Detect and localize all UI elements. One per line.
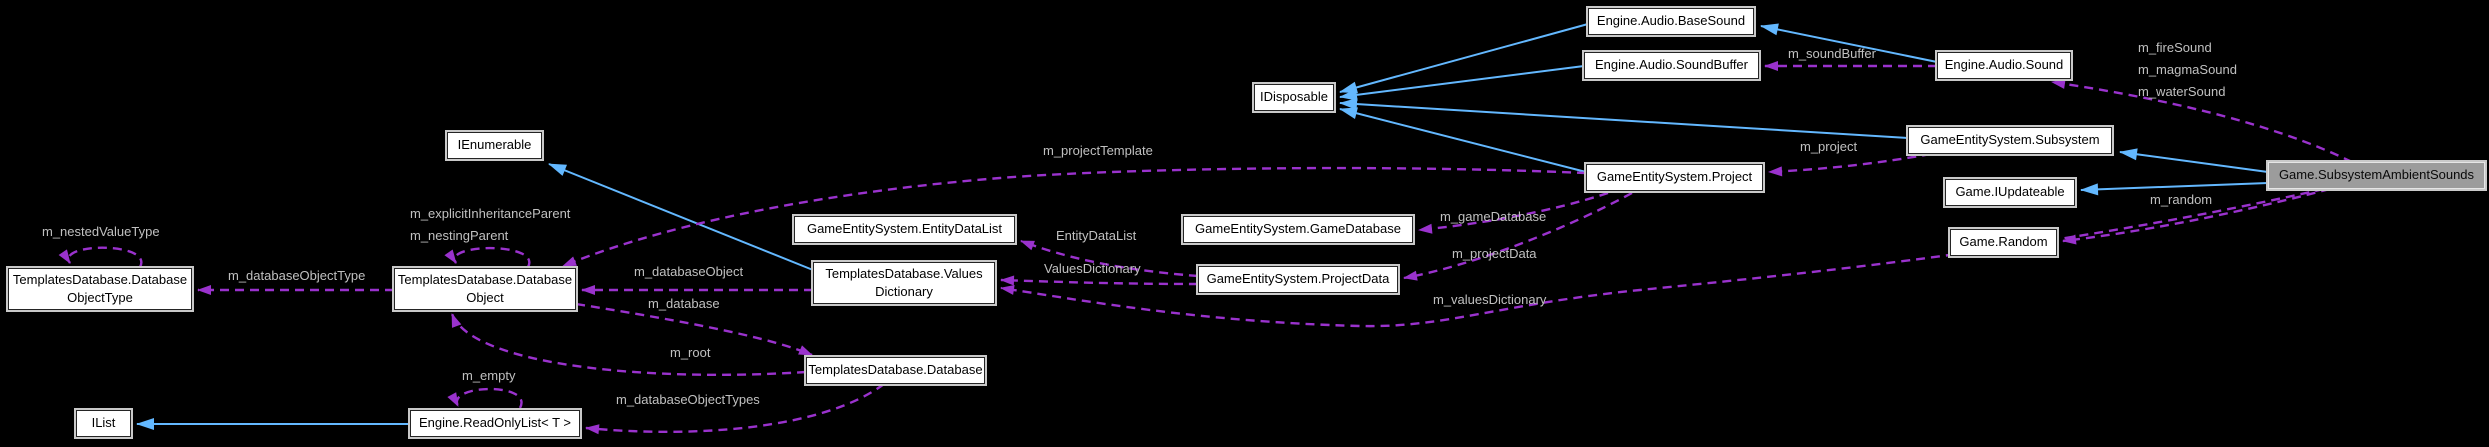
edge-basesound-to-idisposable (1339, 23, 1589, 94)
node-database-object-type[interactable]: TemplatesDatabase.Database ObjectType (8, 268, 192, 310)
edge-m-root (450, 313, 807, 376)
edge-label-m-nesting-parent: m_nestingParent (410, 228, 509, 243)
edge-valuesdict-to-ienumerable (548, 163, 814, 271)
node-sound[interactable]: Engine.Audio.Sound (1937, 52, 2071, 79)
edge-label-m-empty: m_empty (462, 368, 516, 383)
edge-ambient-to-subsystem (2119, 148, 2269, 173)
edge-soundbuffer-to-idisposable (1339, 65, 1585, 101)
edge-ambient-to-iupdateable (2080, 182, 2269, 196)
node-idisposable[interactable]: IDisposable (1254, 84, 1334, 111)
edge-label-m-database-object-type: m_databaseObjectType (228, 268, 366, 283)
node-entity-data-list[interactable]: GameEntitySystem.EntityDataList (794, 216, 1015, 243)
edge-m-empty (447, 387, 523, 409)
edge-label-m-project-template: m_projectTemplate (1043, 143, 1153, 158)
node-subsystem[interactable]: GameEntitySystem.Subsystem (1908, 127, 2112, 154)
edge-m-project-data (1403, 191, 1633, 281)
node-ienumerable[interactable]: IEnumerable (447, 132, 542, 159)
edge-label-m-nested-value-type: m_nestedValueType (42, 224, 160, 239)
edge-m-nesting-parent (444, 246, 531, 268)
edge-m-random (2062, 187, 2331, 245)
edge-label-m-project: m_project (1800, 139, 1858, 154)
node-game-database[interactable]: GameEntitySystem.GameDatabase (1183, 216, 1413, 243)
node-base-sound[interactable]: Engine.Audio.BaseSound (1588, 8, 1754, 35)
node-sound-buffer[interactable]: Engine.Audio.SoundBuffer (1584, 52, 1759, 79)
edge-label-m-water-sound: m_waterSound (2138, 84, 2226, 99)
edge-label-values-dictionary-ref: ValuesDictionary (1044, 261, 1141, 276)
edge-label-m-values-dictionary: m_valuesDictionary (1433, 292, 1547, 307)
edge-label-entity-data-list-ref: EntityDataList (1056, 228, 1137, 243)
edge-m-database-object-types (585, 383, 885, 435)
edge-m-project-template (562, 166, 1587, 268)
edge-label-m-sound-buffer: m_soundBuffer (1788, 46, 1876, 61)
edge-m-fire-sound (2051, 78, 2353, 164)
edge-label-m-root: m_root (670, 345, 711, 360)
edge-label-m-database: m_database (648, 296, 720, 311)
node-ilist[interactable]: IList (76, 410, 131, 437)
node-values-dictionary[interactable]: TemplatesDatabase.Values Dictionary (813, 262, 995, 304)
edge-label-m-magma-sound: m_magmaSound (2138, 62, 2237, 77)
node-database-object[interactable]: TemplatesDatabase.Database Object (394, 268, 576, 310)
node-iupdateable[interactable]: Game.IUpdateable (1945, 179, 2075, 206)
node-project-data[interactable]: GameEntitySystem.ProjectData (1198, 266, 1398, 293)
edge-label-m-fire-sound: m_fireSound (2138, 40, 2212, 55)
edge-m-values-dictionary (1000, 187, 2325, 328)
node-read-only-list[interactable]: Engine.ReadOnlyList< T > (410, 410, 580, 437)
node-project[interactable]: GameEntitySystem.Project (1586, 164, 1763, 191)
edge-label-m-game-database: m_gameDatabase (1440, 209, 1547, 224)
edge-m-nested-value-type (58, 246, 143, 268)
edge-label-m-random: m_random (2150, 192, 2213, 207)
node-random[interactable]: Game.Random (1950, 229, 2057, 256)
edge-label-m-database-object: m_databaseObject (634, 264, 744, 279)
edge-subsystem-to-idisposable (1339, 98, 1909, 139)
edge-m-game-database (1418, 191, 1609, 234)
edge-label-m-project-data: m_projectData (1452, 246, 1537, 261)
edge-label-m-database-object-types: m_databaseObjectTypes (616, 392, 760, 407)
edge-m-project (1768, 152, 1932, 177)
node-subsystem-ambient-sounds: Game.SubsystemAmbientSounds (2268, 162, 2485, 189)
edge-sound-to-basesound (1760, 23, 1938, 63)
edge-project-to-idisposable (1339, 107, 1587, 173)
edge-values-dictionary-ref (1000, 275, 1199, 286)
node-database[interactable]: TemplatesDatabase.Database (806, 357, 985, 384)
edge-label-m-explicit-inheritance-parent: m_explicitInheritanceParent (410, 206, 571, 221)
